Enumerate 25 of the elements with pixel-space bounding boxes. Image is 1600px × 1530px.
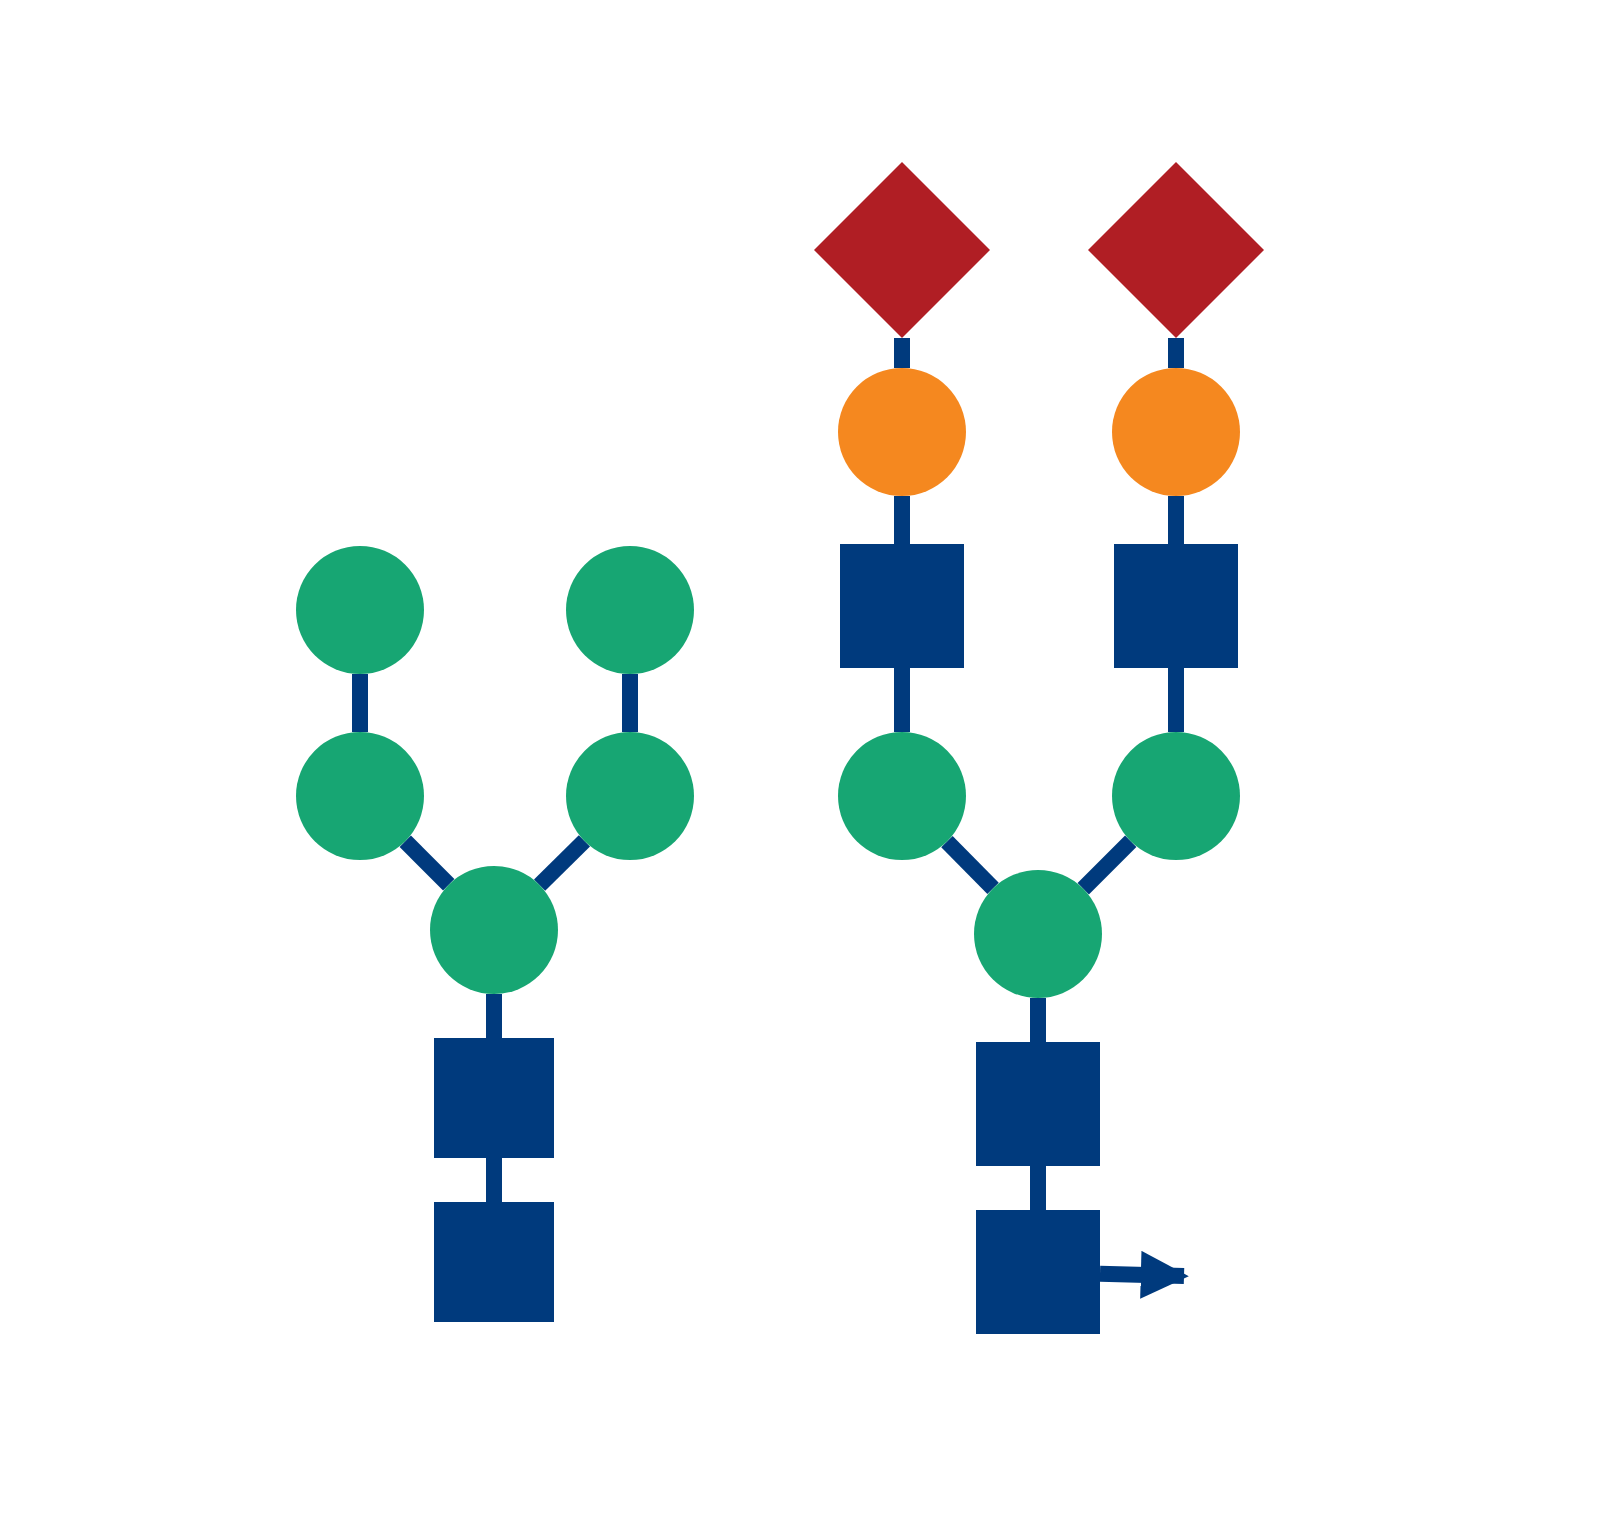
arrow bbox=[1099, 1250, 1189, 1299]
linkage-line bbox=[486, 994, 502, 1038]
linkage-line bbox=[941, 835, 999, 895]
linkage-line bbox=[1077, 835, 1137, 895]
linkage-line bbox=[894, 338, 910, 368]
linkage-line bbox=[894, 496, 910, 544]
linkage-line bbox=[1030, 998, 1046, 1042]
square-symbol bbox=[434, 1038, 554, 1158]
linkage-line bbox=[1168, 338, 1184, 368]
linkage-line bbox=[1030, 1166, 1046, 1210]
linkage-line bbox=[399, 835, 455, 891]
linkage-line bbox=[1168, 496, 1184, 544]
square-symbol bbox=[976, 1042, 1100, 1166]
square-symbol bbox=[1114, 544, 1238, 668]
linkage-line bbox=[894, 668, 910, 732]
square-symbol bbox=[976, 1210, 1100, 1334]
diamond-symbol bbox=[1088, 162, 1264, 338]
square-symbol bbox=[840, 544, 964, 668]
linkage-line bbox=[1168, 668, 1184, 732]
linkage-line bbox=[622, 674, 638, 732]
linkage-line bbox=[486, 1158, 502, 1202]
linkage-line bbox=[352, 674, 368, 732]
linkage-line bbox=[533, 835, 591, 891]
square-symbol bbox=[434, 1202, 554, 1322]
diamond-symbol bbox=[814, 162, 990, 338]
